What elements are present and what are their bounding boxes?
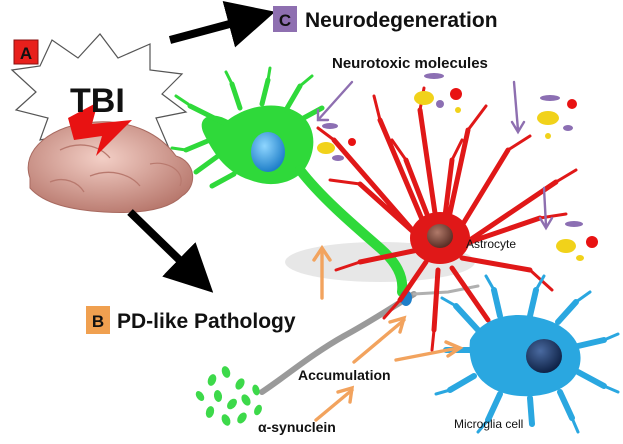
- astrocyte-cell: [316, 86, 578, 352]
- badge-a-letter: A: [20, 44, 32, 63]
- label-accumulation: Accumulation: [298, 367, 391, 383]
- arrow-a-to-b: [127, 209, 214, 293]
- label-pd-like-pathology: PD-like Pathology: [117, 310, 296, 333]
- purple-arrows: [316, 80, 554, 231]
- label-microglia: Microglia cell: [454, 417, 523, 431]
- badge-a: [13, 39, 39, 65]
- arrow-a-to-c: [168, 1, 276, 48]
- badge-c: [273, 6, 297, 32]
- badge-b-letter: B: [92, 312, 104, 331]
- label-neurotoxic-molecules: Neurotoxic molecules: [332, 55, 488, 72]
- label-tbi: TBI: [70, 82, 125, 120]
- badge-b: [86, 306, 110, 334]
- neurotoxic-molecules: [317, 73, 598, 261]
- neuron-cell: [170, 66, 408, 297]
- label-astrocyte: Astrocyte: [466, 237, 516, 251]
- microglia-cell: [434, 274, 620, 434]
- lightning-bolt-icon: [68, 102, 132, 156]
- label-synuclein: α-synuclein: [258, 419, 336, 435]
- orange-arrows: [312, 244, 464, 422]
- badge-c-letter: C: [279, 11, 291, 30]
- label-neurodegeneration: Neurodegeneration: [305, 9, 498, 32]
- synuclein-particles: [195, 366, 262, 426]
